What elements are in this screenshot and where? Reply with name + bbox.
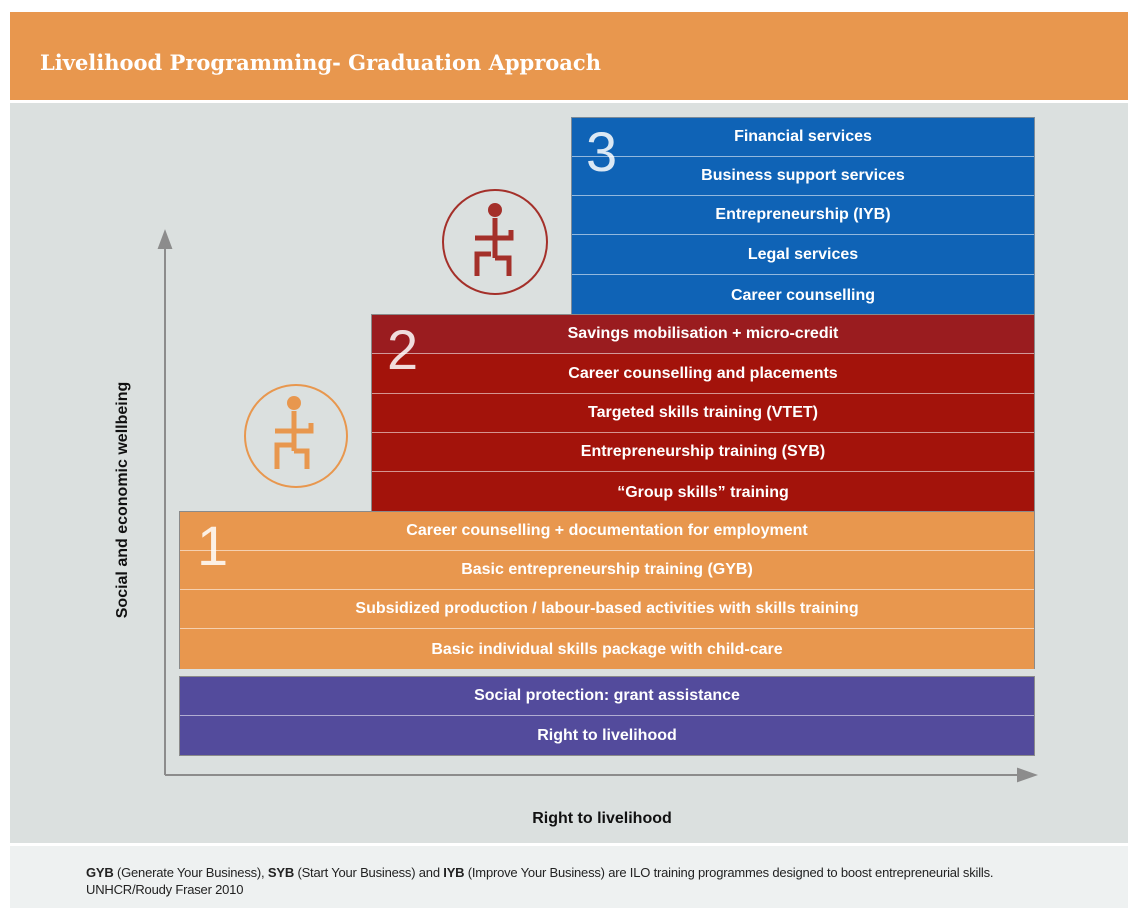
tier2-item: Career counselling and placements bbox=[372, 355, 1034, 394]
syb-abbrev: SYB bbox=[267, 865, 295, 880]
tier2-item: Targeted skills training (VTET) bbox=[372, 394, 1034, 433]
y-axis-label: Social and economic wellbeing bbox=[114, 381, 131, 619]
photo-credit: UNHCR/Roudy Fraser 2010 bbox=[86, 882, 244, 897]
tier1-number: 1 bbox=[197, 514, 229, 577]
base-item: Right to livelihood bbox=[180, 716, 1034, 755]
gyb-abbrev: GYB bbox=[86, 865, 114, 880]
x-axis-label: Right to livelihood bbox=[532, 810, 672, 827]
page-title: Livelihood Programming- Graduation Appro… bbox=[40, 50, 601, 75]
iyb-abbrev: IYB bbox=[443, 865, 465, 880]
tier1-item: Basic entrepreneurship training (GYB) bbox=[180, 551, 1034, 590]
syb-desc: (Start Your Business) and bbox=[294, 865, 444, 880]
base-item: Social protection: grant assistance bbox=[180, 677, 1034, 716]
tier3-item: Career counselling bbox=[572, 276, 1034, 315]
iyb-desc: (Improve Your Business) are ILO training… bbox=[464, 865, 994, 880]
tier2-item: Savings mobilisation + micro-credit bbox=[372, 315, 1034, 354]
tier2-number: 2 bbox=[387, 318, 419, 381]
tier2-item: Entrepreneurship training (SYB) bbox=[372, 433, 1034, 472]
tier1-item: Career counselling + documentation for e… bbox=[180, 512, 1034, 551]
footnote-panel bbox=[10, 846, 1128, 908]
tier3-item: Entrepreneurship (IYB) bbox=[572, 196, 1034, 235]
person-climbing-icon bbox=[244, 384, 348, 488]
tier3-item: Legal services bbox=[572, 236, 1034, 275]
gyb-desc: (Generate Your Business), bbox=[113, 865, 268, 880]
person-climbing-icon bbox=[442, 189, 548, 295]
y-axis-arrow bbox=[157, 229, 173, 249]
tier3-item: Business support services bbox=[572, 157, 1034, 196]
tier1-item: Subsidized production / labour-based act… bbox=[180, 590, 1034, 629]
tier1-item: Basic individual skills package with chi… bbox=[180, 630, 1034, 669]
tier2-item: “Group skills” training bbox=[372, 473, 1034, 512]
title-banner: Livelihood Programming- Graduation Appro… bbox=[10, 12, 1128, 100]
footnote-text: GYB (Generate Your Business), SYB (Start… bbox=[86, 863, 993, 883]
tier3-number: 3 bbox=[586, 120, 618, 183]
x-axis-arrow bbox=[1017, 767, 1039, 783]
tier3-item: Financial services bbox=[572, 118, 1034, 157]
